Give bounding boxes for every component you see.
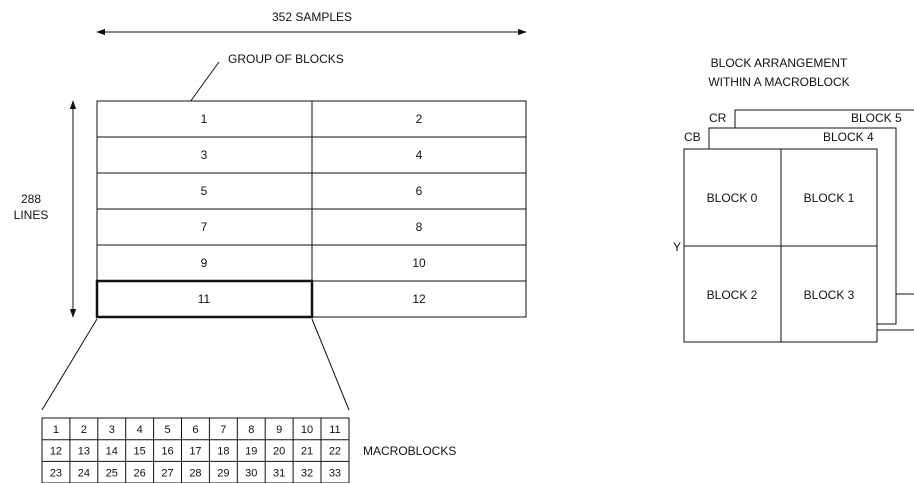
y-label: Y [673,240,681,254]
gob-cell: 5 [201,184,208,198]
macroblock-cell: 30 [245,467,257,479]
gob-cell: 2 [416,112,423,126]
macroblock-cell: 33 [329,467,341,479]
macroblock-cell: 28 [189,467,201,479]
height-label-line1: 288 [21,192,41,206]
gob-cell: 3 [201,148,208,162]
gob-cell: 7 [201,220,208,234]
macroblock-cell: 17 [189,446,201,458]
y-block-0: BLOCK 0 [707,191,758,205]
macroblocks-label: MACROBLOCKS [363,444,456,458]
macroblock-cell: 4 [137,424,143,436]
macroblock-cell: 8 [248,424,254,436]
gob-cell: 8 [416,220,423,234]
gob-cell: 12 [412,292,426,306]
macroblock-grid-border [41,417,350,483]
macroblock-cell: 9 [276,424,282,436]
macroblock-cell: 22 [329,446,341,458]
macroblock-cell: 29 [217,467,229,479]
cb-label: CB [684,130,701,144]
macroblock-cell: 24 [78,467,90,479]
macroblock-cell: 20 [273,446,285,458]
arrangement-title-line1: BLOCK ARRANGEMENT [711,56,848,70]
macroblock-cell: 3 [109,424,115,436]
y-block-3: BLOCK 3 [804,288,855,302]
macroblock-cell: 27 [161,467,173,479]
width-label: 352 SAMPLES [272,10,352,24]
height-label-line2: LINES [14,208,49,222]
expansion-line-left [41,318,98,411]
macroblock-cell: 10 [301,424,313,436]
macroblock-cell: 6 [192,424,198,436]
macroblock-cell: 31 [273,467,285,479]
macroblock-cell: 12 [50,446,62,458]
gob-cell: 10 [412,256,426,270]
macroblock-cell: 25 [106,467,118,479]
y-block-1: BLOCK 1 [804,191,855,205]
macroblock-cell: 1 [53,424,59,436]
cr-block-label: BLOCK 5 [851,111,902,125]
macroblock-cell: 32 [301,467,313,479]
gob-cell: 4 [416,148,423,162]
y-block-2: BLOCK 2 [707,288,758,302]
macroblock-cell: 18 [217,446,229,458]
y-layer: BLOCK 0 BLOCK 1 BLOCK 2 BLOCK 3 Y [673,148,878,343]
gob-cell: 6 [416,184,423,198]
macroblock-cell: 11 [329,424,340,436]
macroblock-cell: 7 [220,424,226,436]
cb-block-label: BLOCK 4 [823,130,874,144]
gob-highlight-box [95,279,314,319]
gob-grid: 1 2 3 4 5 6 7 8 9 10 11 12 [95,100,527,319]
group-of-blocks-label: GROUP OF BLOCKS [228,52,344,66]
macroblock-cell: 15 [134,446,146,458]
macroblock-cell: 21 [301,446,313,458]
macroblock-cell: 16 [161,446,173,458]
macroblock-cell: 14 [106,446,118,458]
gob-cell: 9 [201,256,208,270]
macroblock-cell: 26 [134,467,146,479]
gob-cell: 11 [198,292,211,306]
macroblock-cell: 2 [81,424,87,436]
arrangement-title-line2: WITHIN A MACROBLOCK [708,75,849,89]
cr-label: CR [709,111,727,125]
macroblock-cell: 5 [164,424,170,436]
macroblock-cell: 23 [50,467,62,479]
macroblock-cell: 19 [245,446,257,458]
macroblock-cell: 13 [78,446,90,458]
gob-cell: 1 [201,112,208,126]
expansion-line-right [311,318,350,411]
